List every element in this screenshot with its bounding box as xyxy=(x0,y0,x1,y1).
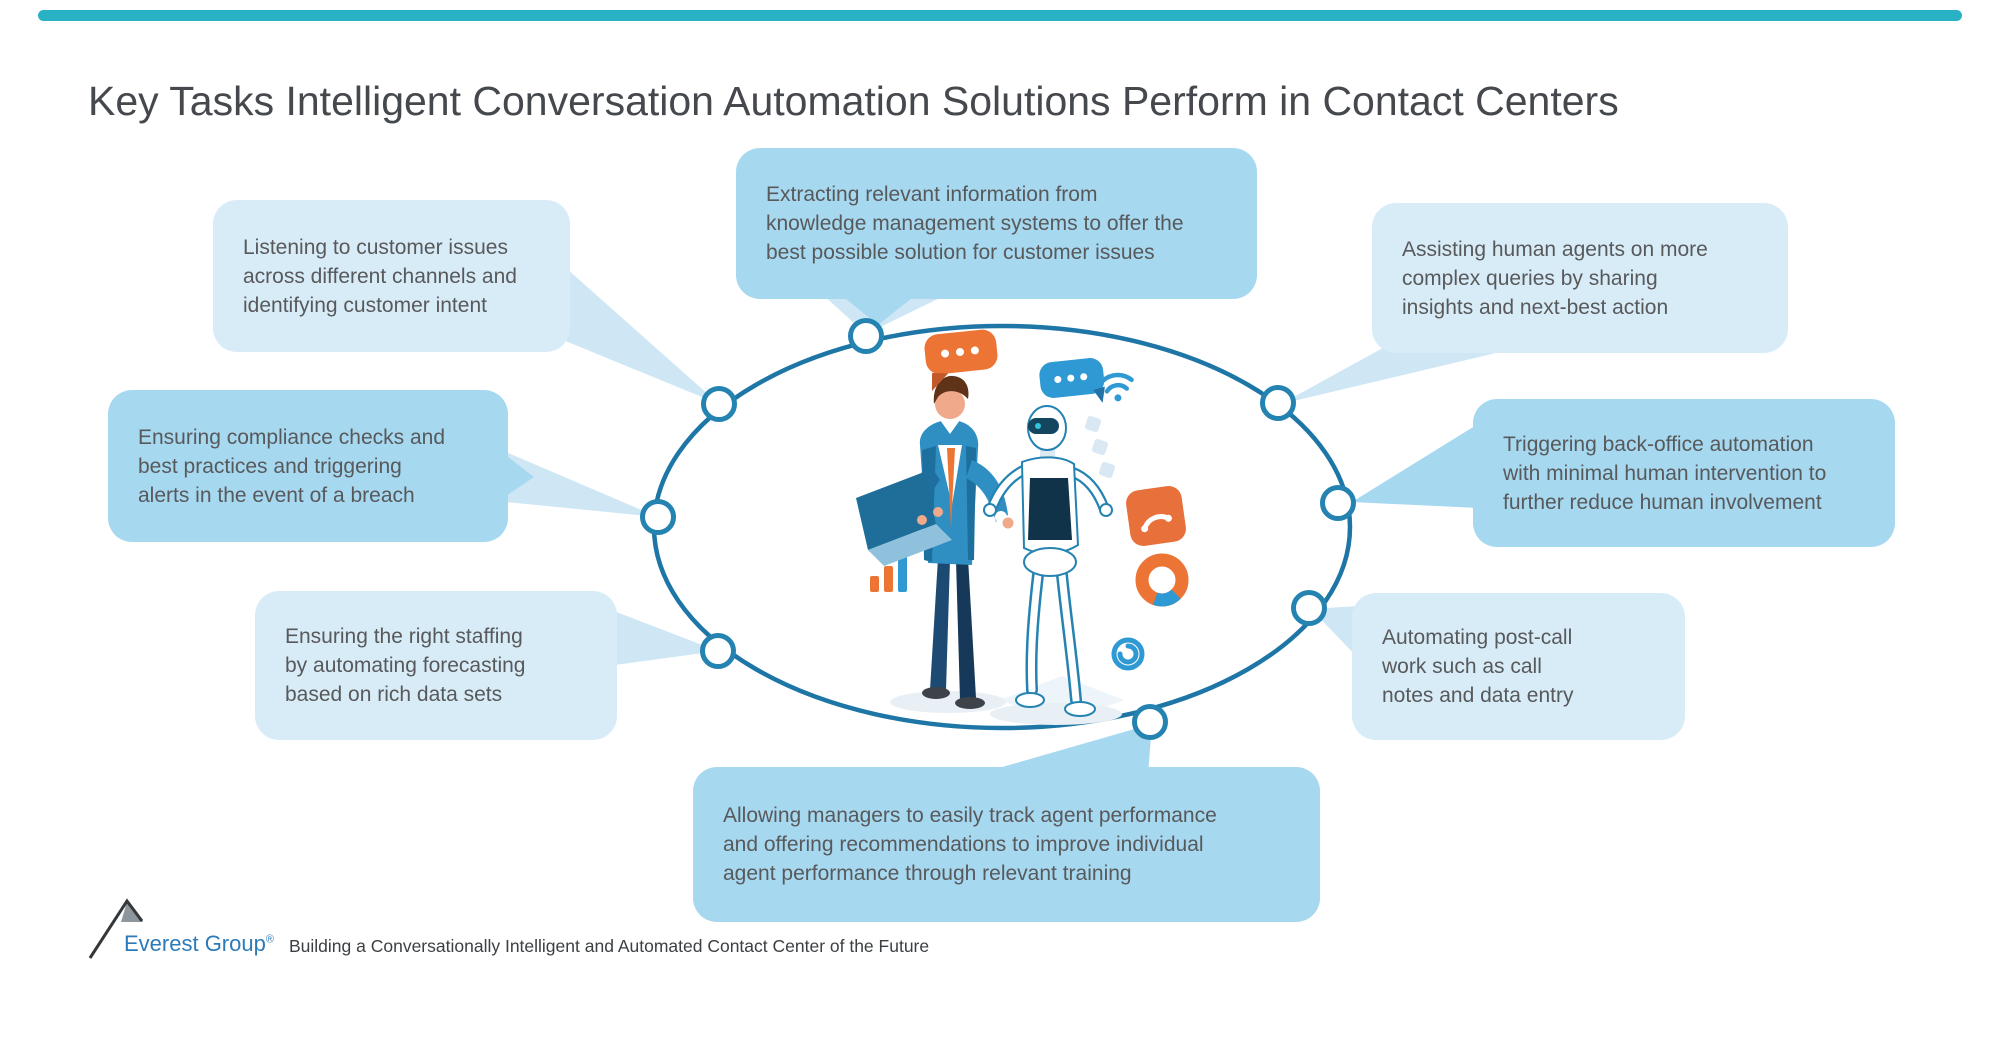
wifi-icon xyxy=(1097,372,1134,402)
node-lower-left xyxy=(700,633,736,669)
node-left xyxy=(640,499,676,535)
robot-figure xyxy=(983,405,1113,717)
footer-tagline: Building a Conversationally Intelligent … xyxy=(289,936,930,956)
bar-chart-icon xyxy=(870,554,907,592)
callout-listening-text: Listening to customer issues across diff… xyxy=(243,235,517,317)
brand-name-text: Everest Group xyxy=(124,931,266,956)
callout-listening: Listening to customer issues across diff… xyxy=(213,200,570,352)
node-right xyxy=(1320,485,1356,521)
spiral-icon xyxy=(1111,637,1145,671)
callout-triggering: Triggering back-office automation with m… xyxy=(1473,399,1895,547)
node-upper-left xyxy=(701,386,737,422)
ellipse-nodes xyxy=(640,318,1356,740)
callout-compliance-text: Ensuring compliance checks and best prac… xyxy=(138,425,446,507)
human-agent-figure xyxy=(856,375,1014,709)
brand-name: Everest Group® xyxy=(124,931,274,957)
callout-postcall: Automating post-call work such as call n… xyxy=(1352,593,1685,740)
accent-bar xyxy=(38,10,1962,21)
orange-chat-bubble-icon xyxy=(924,329,998,392)
node-upper-right xyxy=(1260,385,1296,421)
center-illustration xyxy=(856,329,1189,725)
callout-assisting-text: Assisting human agents on more complex q… xyxy=(1402,237,1708,319)
callout-postcall-text: Automating post-call work such as call n… xyxy=(1382,626,1574,707)
callout-extracting-text: Extracting relevant information from kno… xyxy=(766,183,1184,264)
callout-staffing: Ensuring the right staffing by automatin… xyxy=(255,591,617,740)
cycle-ellipse xyxy=(651,323,1353,731)
node-lower-right xyxy=(1291,590,1327,626)
donut-chart-icon xyxy=(1135,553,1189,607)
robot-shadow xyxy=(990,703,1122,725)
callout-extracting: Extracting relevant information from kno… xyxy=(736,148,1257,299)
callout-staffing-text: Ensuring the right staffing by automatin… xyxy=(285,625,526,706)
callout-managers: Allowing managers to easily track agent … xyxy=(693,767,1320,922)
callout-managers-text: Allowing managers to easily track agent … xyxy=(723,804,1217,885)
everest-group-logo-icon xyxy=(88,898,144,959)
callout-triggering-text: Triggering back-office automation with m… xyxy=(1503,432,1827,514)
callout-compliance: Ensuring compliance checks and best prac… xyxy=(108,390,508,542)
dashed-tiles-icon xyxy=(1084,415,1116,479)
blue-chat-bubble-icon xyxy=(1039,358,1105,403)
connector-beams xyxy=(503,252,1500,774)
node-top xyxy=(848,318,884,354)
phone-app-icon xyxy=(1126,486,1186,546)
registered-mark: ® xyxy=(265,933,274,946)
page-title: Key Tasks Intelligent Conversation Autom… xyxy=(88,78,1619,124)
callout-assisting: Assisting human agents on more complex q… xyxy=(1372,203,1788,353)
node-bottom xyxy=(1132,704,1168,740)
